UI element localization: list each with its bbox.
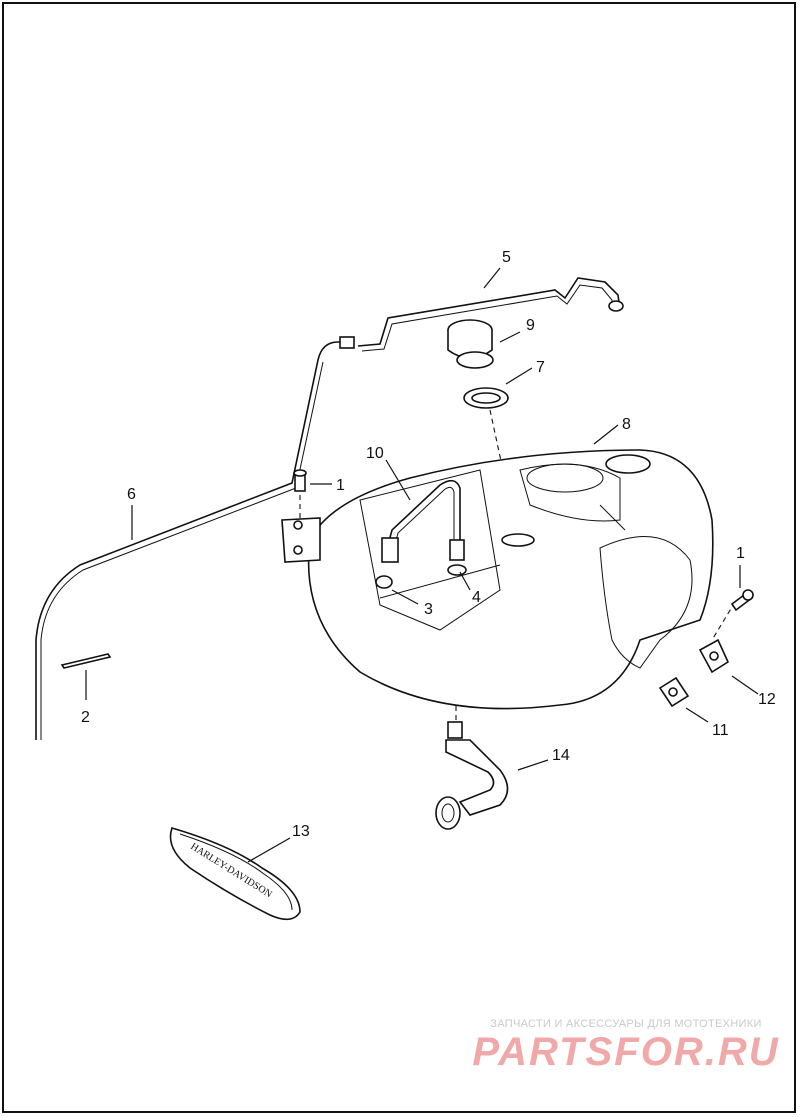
callout-13: 13 — [292, 823, 310, 840]
callout-12: 12 — [758, 691, 776, 708]
bolt-1-right — [730, 589, 754, 612]
gasket-7 — [463, 387, 509, 409]
clip-12 — [698, 638, 730, 674]
fuel-line-10 — [381, 479, 461, 563]
fuel-tank-8 — [307, 449, 714, 710]
watermark-tagline: ЗАПЧАСТИ И АКСЕССУАРЫ ДЛЯ МОТОТЕХНИКИ — [490, 1018, 762, 1030]
watermark: ЗАПЧАСТИ И АКСЕССУАРЫ ДЛЯ МОТОТЕХНИКИ PA… — [466, 1018, 786, 1074]
leader-lines — [85, 267, 759, 863]
callout-3: 3 — [424, 601, 433, 618]
cotter-pin-2 — [60, 653, 112, 669]
emblem-13: HARLEY-DAVIDSON — [169, 827, 301, 921]
bolt-1-left — [293, 469, 307, 492]
callout-7: 7 — [536, 359, 545, 376]
callout-8: 8 — [622, 416, 631, 433]
fuel-hose-14 — [435, 721, 509, 830]
mount-bracket-left — [281, 517, 321, 563]
callout-1-right: 1 — [736, 545, 745, 562]
callout-1-left: 1 — [336, 477, 345, 494]
callout-14: 14 — [552, 747, 570, 764]
callout-9: 9 — [526, 317, 535, 334]
callout-6: 6 — [127, 486, 136, 503]
fitting-4 — [447, 539, 467, 576]
vent-tube-6 — [35, 336, 355, 740]
watermark-logo: PARTSFOR.RU — [472, 1030, 780, 1074]
callout-11: 11 — [712, 722, 729, 739]
callout-4: 4 — [472, 589, 481, 606]
fuel-cap-9 — [447, 319, 494, 369]
callout-5: 5 — [502, 249, 511, 266]
callout-2: 2 — [81, 709, 90, 726]
alignment-line-bolt-right — [711, 601, 736, 641]
nut-3 — [375, 575, 393, 589]
clip-11 — [658, 676, 690, 708]
vent-tube-5 — [357, 277, 624, 352]
callout-10: 10 — [366, 445, 384, 462]
